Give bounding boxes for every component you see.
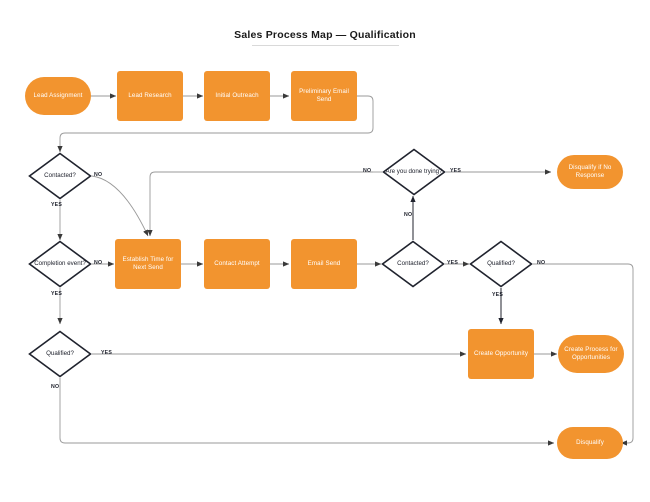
decision-qualified-left[interactable]: Qualified? (28, 330, 92, 378)
edge-label-qualified-right-yes: YES (492, 292, 503, 298)
node-email-send[interactable]: Email Send (291, 239, 357, 289)
decision-label: Contacted? (397, 260, 429, 268)
decision-contacted-1[interactable]: Contacted? (28, 152, 92, 200)
node-label: Create Opportunity (473, 350, 529, 357)
node-lead-assignment[interactable]: Lead Assignment (25, 77, 91, 115)
diamond-shape (28, 330, 92, 378)
node-label: Preliminary Email Send (299, 88, 349, 103)
edge-contacted1-no-to-establish-time (91, 175, 149, 237)
edge-label-contacted1-no: NO (94, 172, 103, 178)
diamond-shape (28, 240, 92, 288)
edge-loop-to-establish-time (147, 171, 373, 237)
edge-label-done-trying-no: NO (363, 168, 372, 174)
node-label: Disqualify (576, 439, 604, 446)
node-label: Establish Time for Next Send (122, 256, 174, 271)
node-label: Lead Assignment (33, 92, 83, 99)
diamond-shape (28, 152, 92, 200)
page-title: Sales Process Map — Qualification (234, 29, 416, 41)
node-create-process-for-opportunities[interactable]: Create Process for Opportunities (558, 335, 624, 373)
edge-label-completion-no: NO (94, 260, 103, 266)
decision-label: Qualified? (487, 260, 515, 268)
diamond-shape (382, 148, 446, 196)
edge-preliminary-email-to-contacted1 (57, 95, 374, 153)
diamond-shape (469, 240, 533, 288)
node-disqualify[interactable]: Disqualify (557, 427, 623, 459)
node-lead-research[interactable]: Lead Research (117, 71, 183, 121)
edge-qualified-right-no-to-disqualify (533, 263, 634, 446)
title-underline (252, 45, 399, 46)
decision-label: Are you done trying? (385, 168, 443, 176)
edge-label-qualified-left-no: NO (51, 384, 60, 390)
edge-label-done-trying-yes: YES (450, 168, 461, 174)
node-contact-attempt[interactable]: Contact Attempt (204, 239, 270, 289)
edge-label-qualified-right-no: NO (537, 260, 546, 266)
decision-label: Contacted? (44, 172, 76, 180)
node-label: Contact Attempt (214, 260, 260, 267)
edge-label-contacted1-yes: YES (51, 202, 62, 208)
diamond-shape (381, 240, 445, 288)
node-create-opportunity[interactable]: Create Opportunity (468, 329, 534, 379)
node-preliminary-email-send[interactable]: Preliminary Email Send (291, 71, 357, 121)
node-initial-outreach[interactable]: Initial Outreach (204, 71, 270, 121)
edge-label-qualified-left-yes: YES (101, 350, 112, 356)
decision-contacted-2[interactable]: Contacted? (381, 240, 445, 288)
node-label: Initial Outreach (215, 92, 259, 99)
edge-label-contacted2-no: NO (404, 212, 413, 218)
node-label: Lead Research (128, 92, 172, 99)
node-label: Email Send (307, 260, 341, 267)
edge-label-completion-yes: YES (51, 291, 62, 297)
decision-completion-event[interactable]: Completion event? (28, 240, 92, 288)
edge-label-contacted2-yes: YES (447, 260, 458, 266)
node-label: Disqualify if No Response (568, 164, 612, 179)
node-establish-time-for-next-send[interactable]: Establish Time for Next Send (115, 239, 181, 289)
edge-qualified-left-no-to-disqualify (59, 378, 555, 446)
decision-qualified-right[interactable]: Qualified? (469, 240, 533, 288)
node-label: Create Process for Opportunities (564, 346, 618, 361)
decision-label: Completion event? (34, 260, 86, 268)
node-disqualify-if-no-response[interactable]: Disqualify if No Response (557, 155, 623, 189)
decision-are-you-done-trying[interactable]: Are you done trying? (382, 148, 446, 196)
decision-label: Qualified? (46, 350, 74, 358)
